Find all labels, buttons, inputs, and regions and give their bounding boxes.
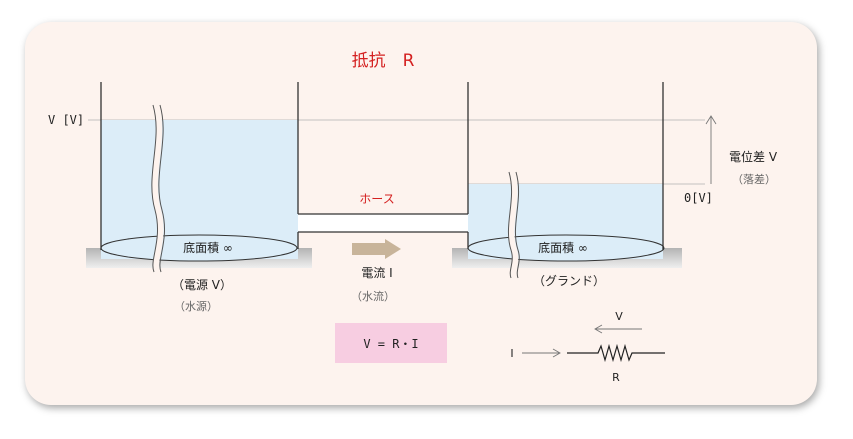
current-arrow-head <box>385 239 401 259</box>
left-tank-name: （電源 V） <box>172 278 232 292</box>
left-level-label: V [V] <box>48 113 84 127</box>
formula-box <box>335 323 447 363</box>
current-sub: （水流） <box>351 289 395 303</box>
circuit-voltage-arrow <box>594 324 642 334</box>
formula: V = R・I <box>363 337 418 351</box>
current-label: 電流 I <box>361 266 392 280</box>
left-tank-sub: （水源） <box>174 299 218 313</box>
left-area-label: 底面積 ∞ <box>183 240 233 255</box>
circuit-current-label: I <box>510 347 513 360</box>
hose-label: ホース <box>359 192 394 206</box>
current-arrow-body <box>352 243 385 255</box>
circuit-current-arrow <box>522 348 561 358</box>
title: 抵抗 R <box>352 51 415 71</box>
circuit-resistor-label: R <box>612 371 620 384</box>
right-level-label: 0[V] <box>684 191 713 205</box>
potential-arrow-head <box>705 115 717 125</box>
resistor-symbol <box>567 343 665 363</box>
circuit-voltage-label: V <box>615 310 623 323</box>
right-tank-name: （グランド） <box>533 274 605 288</box>
break-marks <box>151 104 520 280</box>
potential-diff-sub: （落差） <box>732 172 776 186</box>
right-area-label: 底面積 ∞ <box>538 240 588 255</box>
hose-water <box>298 214 468 232</box>
tank-walls <box>100 82 664 250</box>
potential-diff-label: 電位差 V <box>729 149 778 164</box>
